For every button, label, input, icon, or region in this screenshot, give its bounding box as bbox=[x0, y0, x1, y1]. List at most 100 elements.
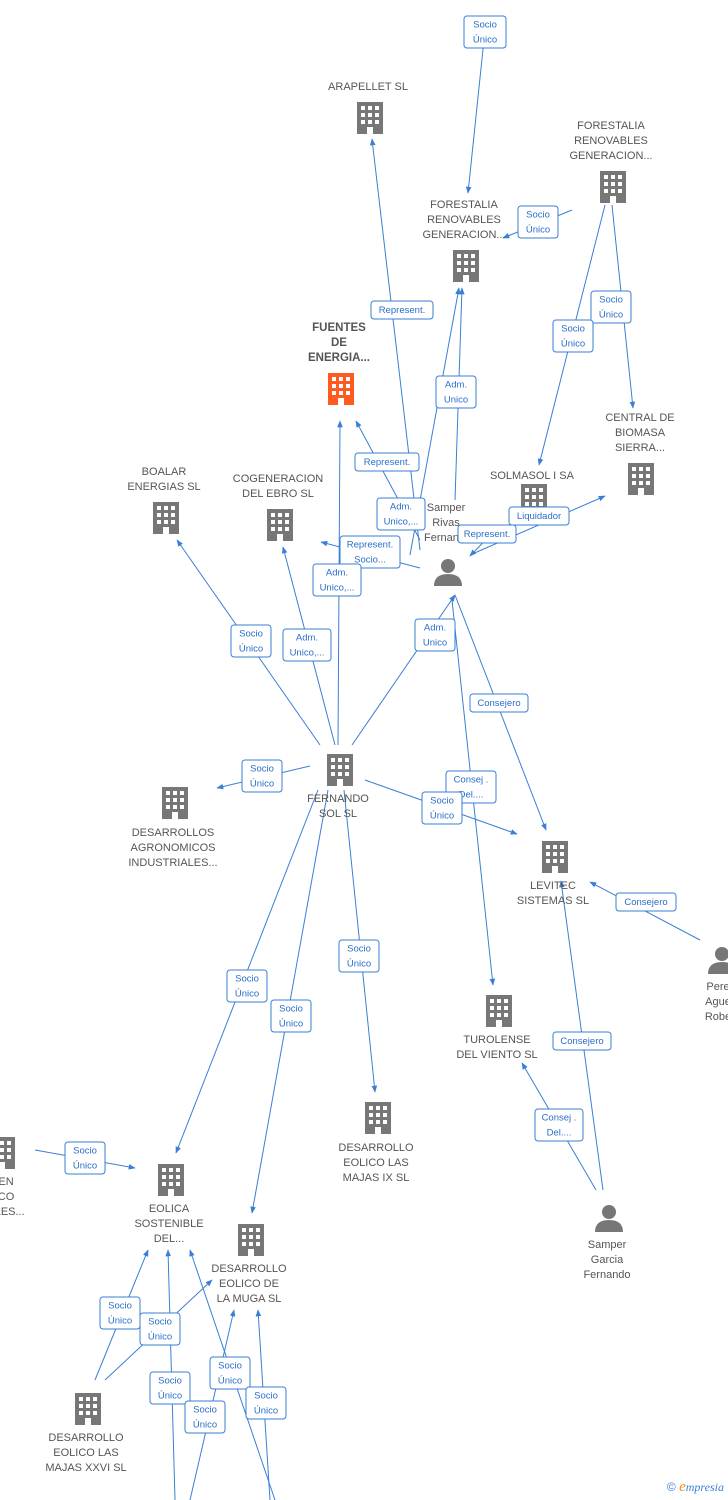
edge-label-e20[interactable]: Consejero bbox=[615, 892, 677, 912]
node-label: Pere bbox=[706, 981, 728, 993]
edge-label-text: Socio bbox=[347, 944, 371, 955]
edge-label-box bbox=[99, 1296, 141, 1330]
node-majas_ix[interactable]: DESARROLLO EOLICO LAS MAJAS IX SL bbox=[338, 1102, 414, 1184]
node-label: SOL SL bbox=[319, 808, 357, 820]
node-label: EOLICO LAS bbox=[53, 1447, 118, 1459]
edge-label-e16[interactable]: Consejero bbox=[469, 693, 529, 713]
edge-label-e10[interactable]: Represent. bbox=[457, 524, 517, 544]
node-eolica[interactable]: EOLICASOSTENIBLEDEL... bbox=[134, 1164, 204, 1245]
node-forestalia2[interactable]: FORESTALIARENOVABLESGENERACION... bbox=[422, 199, 506, 282]
building-icon bbox=[158, 1164, 184, 1196]
edge-label-box bbox=[534, 1108, 584, 1142]
building-icon bbox=[328, 373, 354, 405]
node-label: MAJAS IX SL bbox=[343, 1172, 410, 1184]
edge-label-box bbox=[241, 759, 283, 793]
person-icon bbox=[708, 947, 728, 974]
node-label: ARAPELLET SL bbox=[328, 81, 408, 93]
edge-label-e12[interactable]: Adm.Unico,... bbox=[312, 563, 362, 597]
node-central[interactable]: CENTRAL DEBIOMASASIERRA... bbox=[605, 412, 675, 495]
edge-label-text: Socio bbox=[599, 295, 623, 306]
footer-brand[interactable]: © empresia bbox=[667, 1479, 724, 1496]
edge-label-e24[interactable]: Consejero bbox=[552, 1031, 612, 1051]
edge-label-text: Unico,... bbox=[320, 583, 355, 594]
edge-label-text: Único bbox=[148, 1332, 172, 1343]
node-label: ENERGIAS SL bbox=[127, 481, 200, 493]
edge-label-box bbox=[615, 892, 677, 912]
edge-label-text: Unico bbox=[423, 638, 447, 649]
brand-logo-initial: e bbox=[679, 1479, 686, 1495]
edge-label-box bbox=[370, 300, 434, 320]
building-icon bbox=[628, 463, 654, 495]
edge-label-text: Socio bbox=[108, 1301, 132, 1312]
node-label: LA MUGA SL bbox=[217, 1293, 282, 1305]
edge-label-e8[interactable]: Adm.Unico,... bbox=[376, 497, 426, 531]
brand-logo-name: mpresia bbox=[685, 1480, 724, 1494]
edge-label-box bbox=[149, 1371, 191, 1405]
node-desarrollos_agro[interactable]: DESARROLLOSAGRONOMICOSINDUSTRIALES... bbox=[128, 787, 218, 869]
node-arapellet[interactable]: ARAPELLET SL bbox=[328, 81, 408, 134]
edge-label-text: Único bbox=[158, 1391, 182, 1402]
building-icon bbox=[75, 1393, 101, 1425]
edge-label-box bbox=[414, 618, 456, 652]
node-label: ENERGIA... bbox=[308, 352, 370, 364]
edge-label-e9[interactable]: Liquidador bbox=[508, 506, 570, 526]
node-label: MAJAS XXVI SL bbox=[45, 1462, 126, 1474]
node-label: SISTEMAS SL bbox=[517, 895, 589, 907]
node-left_co[interactable]: ENCOBLES... bbox=[0, 1137, 25, 1218]
node-perez[interactable]: PereAgueRobe bbox=[705, 947, 728, 1023]
edge-label-e3[interactable]: Represent. bbox=[370, 300, 434, 320]
edge-label-box bbox=[226, 969, 268, 1003]
node-label: DESARROLLO bbox=[338, 1142, 414, 1154]
edge-label-box bbox=[245, 1386, 287, 1420]
edge-label-e14[interactable]: Adm.Unico,... bbox=[282, 628, 332, 662]
node-solmasol[interactable]: SOLMASOL I SA bbox=[490, 470, 575, 516]
node-label: EN bbox=[0, 1176, 14, 1188]
building-icon bbox=[162, 787, 188, 819]
edge-label-box bbox=[552, 1031, 612, 1051]
edge-label-text: Socio bbox=[218, 1361, 242, 1372]
edge-label-box bbox=[339, 535, 401, 569]
edge-label-e6[interactable]: Adm.Unico bbox=[435, 375, 477, 409]
node-label: BIOMASA bbox=[615, 427, 666, 439]
edge-label-e25[interactable]: Consej .Del.... bbox=[534, 1108, 584, 1142]
node-fuentes[interactable]: FUENTESDEENERGIA... bbox=[308, 322, 370, 405]
node-forestalia1[interactable]: FORESTALIARENOVABLESGENERACION... bbox=[569, 120, 653, 203]
node-label: AGRONOMICOS bbox=[131, 842, 216, 854]
edge-label-text: Del.... bbox=[547, 1128, 572, 1139]
node-samper_rivas[interactable]: SamperRivasFernan... bbox=[424, 502, 468, 586]
edge-label-box bbox=[282, 628, 332, 662]
edge-label-e15[interactable]: Adm.Unico bbox=[414, 618, 456, 652]
edge-label-e7[interactable]: Represent. bbox=[354, 452, 420, 472]
node-label: EOLICO LAS bbox=[343, 1157, 408, 1169]
edge-label-text: Socio bbox=[193, 1405, 217, 1416]
copyright-icon: © bbox=[666, 1480, 676, 1494]
edge-label-text: Consejero bbox=[560, 1036, 603, 1047]
edge-label-e11[interactable]: Represent.Socio... bbox=[339, 535, 401, 569]
edge-line bbox=[369, 138, 421, 551]
